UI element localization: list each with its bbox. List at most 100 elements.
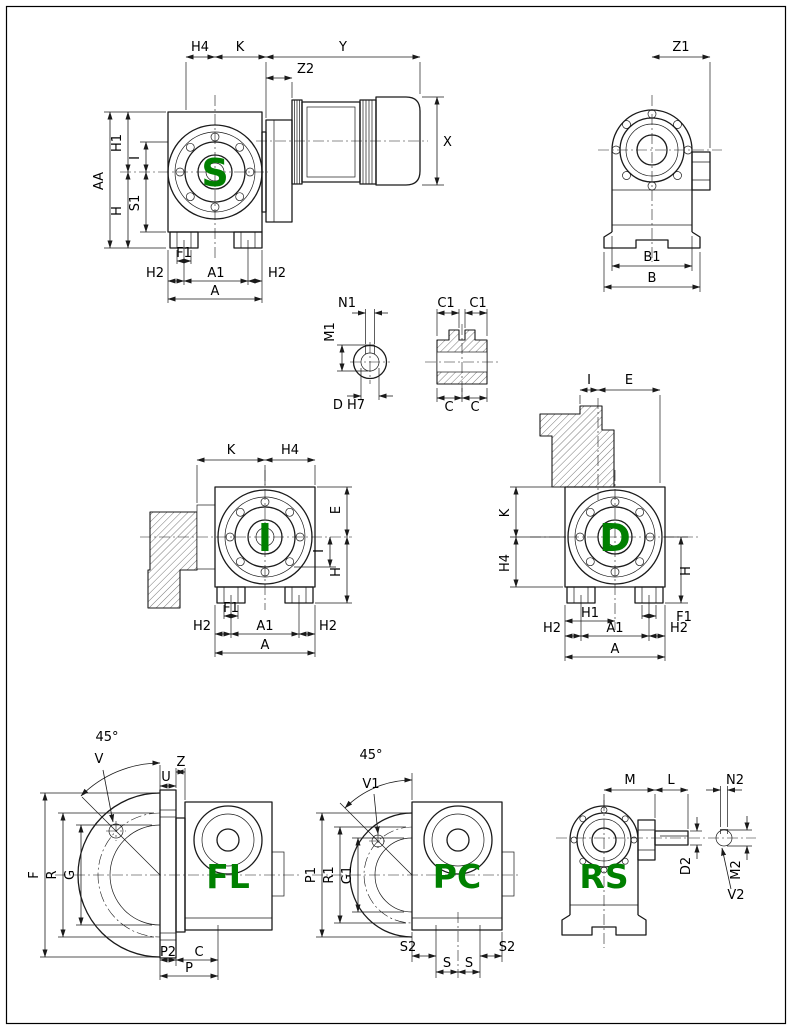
- pc-dim-v1: V1: [362, 777, 379, 792]
- pc-dim-s2-left: S2: [400, 940, 417, 955]
- i-view-letter: I: [258, 516, 272, 560]
- rs-dim-v2: V2: [727, 888, 744, 903]
- d-dim-h1: H1: [581, 606, 599, 621]
- shaft-dim-d-h7: D H7: [333, 398, 365, 413]
- d-gearbox: [530, 398, 700, 630]
- d-dim-h2-right: H2: [670, 621, 688, 636]
- i-dim-e: E: [329, 506, 344, 514]
- shaft-dim-c1-left: C1: [437, 296, 454, 311]
- d-dim-e: E: [625, 373, 633, 388]
- s-dim-a: A: [211, 284, 220, 299]
- s-dim-h2-right: H2: [268, 266, 286, 281]
- d-dim-k: K: [498, 508, 513, 517]
- s-motor: [256, 96, 428, 223]
- pc-dim-p1: P1: [304, 867, 319, 883]
- i-dim-h: H: [329, 567, 344, 577]
- i-gearbox: [140, 470, 352, 610]
- s-dim-a1: A1: [207, 266, 224, 281]
- d-dim-h4: H4: [498, 554, 513, 572]
- fl-view-letter: FL: [206, 857, 250, 896]
- s-gearbox: [120, 95, 268, 260]
- fl-dim-p: P: [185, 961, 193, 976]
- i-dim-k: K: [227, 443, 236, 458]
- pc-dim-angle: 45°: [359, 748, 382, 763]
- rear-body: [598, 95, 722, 262]
- d-dimensions: I E K H4 H H1 F1 H2: [498, 373, 694, 661]
- s-dim-h: H: [110, 206, 125, 216]
- pc-dim-s2-right: S2: [499, 940, 516, 955]
- s-dimensions: H4 K Y Z2 X AA H1 I S1 H: [92, 40, 452, 303]
- s-dim-h4: H4: [191, 40, 209, 55]
- fl-dim-p2: P2: [160, 945, 176, 960]
- s-dim-h2-left: H2: [146, 266, 164, 281]
- view-fl: 45° V Z U F R G P2: [27, 730, 300, 980]
- s-dim-i: I: [128, 156, 143, 160]
- i-dim-i: I: [312, 549, 327, 553]
- fl-dim-g: G: [63, 870, 78, 880]
- fl-dim-u: U: [161, 770, 171, 785]
- rs-dim-m2: M2: [729, 860, 744, 880]
- fl-dim-z: Z: [177, 755, 186, 770]
- rear-dim-z1: Z1: [672, 40, 689, 55]
- shaft-dim-m1: M1: [323, 322, 338, 342]
- pc-view-letter: PC: [433, 857, 481, 896]
- i-dim-h4: H4: [281, 443, 299, 458]
- view-rs: M L N2 D2 M2 V2 RS: [556, 773, 756, 948]
- fl-dim-c: C: [194, 945, 203, 960]
- rear-dim-b1: B1: [643, 250, 660, 265]
- shaft-bore-section: N1 M1 D H7: [323, 296, 393, 413]
- fl-gearbox: [55, 789, 300, 959]
- i-dimensions: K H4 E I H F1 H2 A1 H2 A: [193, 443, 352, 657]
- s-dim-s1: S1: [128, 195, 143, 212]
- shaft-dim-c1-right: C1: [469, 296, 486, 311]
- shaft-detail: N1 M1 D H7 C1 C1: [323, 296, 500, 415]
- s-view-letter: S: [201, 151, 228, 195]
- d-dim-h2-left: H2: [543, 621, 561, 636]
- d-dim-f1: F1: [676, 610, 692, 625]
- s-dim-z2: Z2: [297, 62, 314, 77]
- d-dim-a1: A1: [606, 621, 623, 636]
- d-dim-i: I: [587, 373, 591, 388]
- shaft-dim-c-left: C: [444, 400, 453, 415]
- shaft-hub-section: C1 C1 C C: [425, 296, 500, 415]
- pc-dim-s-right: S: [465, 956, 473, 971]
- rear-dimensions: Z1 B1 B: [603, 40, 711, 292]
- i-dim-h2-right: H2: [319, 619, 337, 634]
- fl-dim-f: F: [27, 871, 42, 878]
- shaft-dim-c-right: C: [470, 400, 479, 415]
- rs-dim-l: L: [667, 773, 675, 788]
- s-dim-h1: H1: [110, 134, 125, 152]
- view-pc: 45° V1 P1 R1 G1 S2 S2 S: [304, 748, 520, 978]
- rs-dimensions: M L N2 D2 M2 V2: [603, 773, 752, 903]
- rs-dim-d2: D2: [679, 857, 694, 875]
- drawing-border: [5, 5, 787, 1025]
- fl-dim-v: V: [95, 752, 104, 767]
- view-rear: Z1 B1 B: [598, 40, 722, 292]
- pc-gearbox: [312, 801, 520, 938]
- pc-dim-g1: G1: [340, 866, 355, 884]
- fl-dim-angle: 45°: [95, 730, 118, 745]
- rs-dim-n2: N2: [726, 773, 744, 788]
- s-dim-y: Y: [338, 40, 347, 55]
- s-dim-k: K: [236, 40, 245, 55]
- fl-dimensions: 45° V Z U F R G P2: [27, 730, 219, 980]
- rs-view-letter: RS: [579, 857, 628, 896]
- i-dim-a: A: [261, 638, 270, 653]
- shaft-dim-n1: N1: [338, 296, 356, 311]
- view-d: I E K H4 H H1 F1 H2: [498, 373, 700, 661]
- s-dim-x: X: [443, 135, 452, 150]
- d-view-letter: D: [599, 516, 631, 560]
- view-i: K H4 E I H F1 H2 A1 H2 A: [140, 443, 352, 657]
- pc-dimensions: 45° V1 P1 R1 G1 S2 S2 S: [304, 748, 515, 978]
- d-dim-h: H: [679, 566, 694, 576]
- s-dim-aa: AA: [92, 172, 107, 190]
- pc-dim-s-left: S: [443, 956, 451, 971]
- view-s: H4 K Y Z2 X AA H1 I S1 H: [92, 40, 452, 303]
- rs-dim-m: M: [624, 773, 635, 788]
- fl-dim-r: R: [45, 870, 60, 879]
- d-dim-a: A: [611, 642, 620, 657]
- i-dim-a1: A1: [256, 619, 273, 634]
- rear-dim-b: B: [648, 271, 657, 286]
- pc-dim-r1: R1: [322, 866, 337, 883]
